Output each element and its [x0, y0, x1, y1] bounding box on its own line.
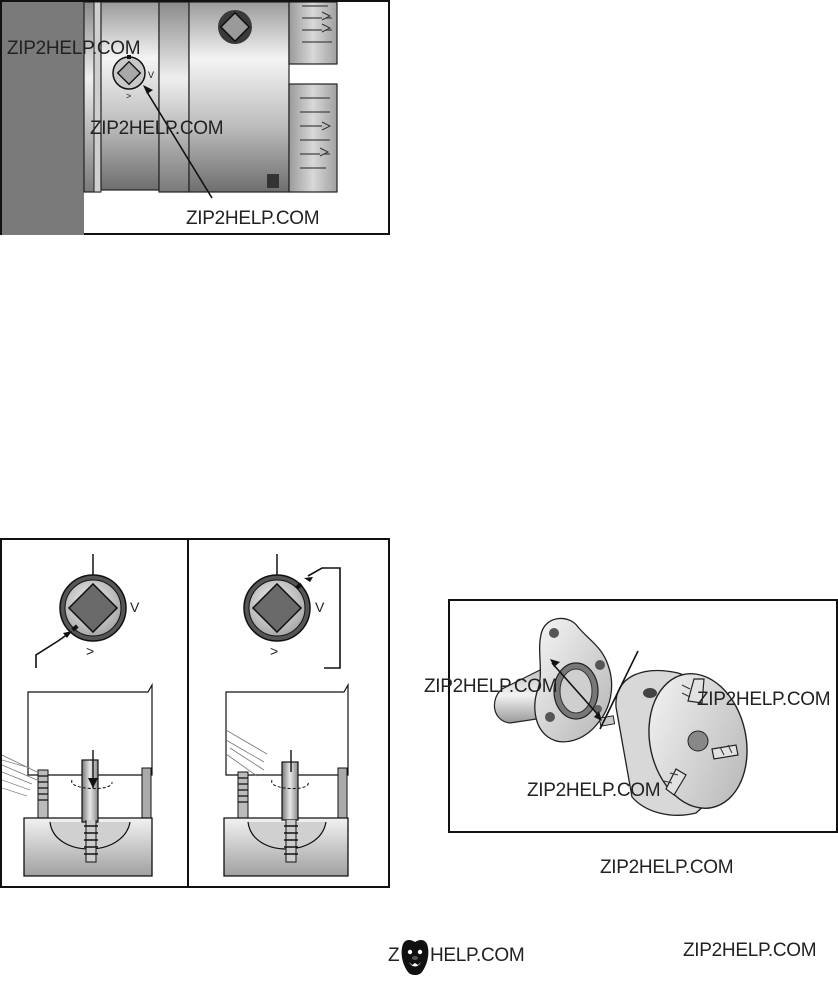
figure-chuck-on-spindle: V >: [0, 0, 390, 235]
watermark-text: ZIP2HELP.COM: [697, 689, 831, 710]
figure-cam-alignment: V >: [0, 538, 390, 888]
watermark-text: ZIP2HELP.COM: [600, 857, 734, 878]
cam-gt-mark: >: [126, 91, 131, 101]
watermark-text: ZIP2HELP.COM: [527, 780, 661, 801]
cam-left-panel: V >: [2, 554, 153, 877]
left-v-mark: V: [130, 599, 140, 615]
watermark-text: ZIP2HELP.COM: [683, 940, 817, 961]
grizzly-bear-icon: [400, 938, 430, 978]
watermark-text: ZIP2HELP.COM: [424, 676, 558, 697]
watermark-text: ZIP2HELP.COM: [7, 38, 141, 59]
left-gt-mark: >: [86, 643, 94, 659]
right-gt-mark: >: [270, 643, 278, 659]
chuck-spindle-illustration: V >: [2, 2, 338, 235]
watermark-text: ZIP2HELP.COM: [90, 118, 224, 139]
cam-alignment-illustration: V >: [2, 540, 349, 888]
cam-right-panel: V >: [223, 554, 349, 877]
watermark-text: ZIP2HELP.COM: [186, 208, 320, 229]
logo-text: HELP.COM: [430, 945, 525, 966]
right-v-mark: V: [315, 599, 325, 615]
cam-v-mark: V: [148, 70, 154, 80]
figure-chuck-removal: [448, 599, 838, 833]
headstock-block: [2, 2, 84, 235]
chuck-removal-illustration: [493, 617, 748, 816]
footer-logo: Z HELP.COM: [388, 938, 538, 978]
logo-prefix: Z: [388, 945, 400, 966]
